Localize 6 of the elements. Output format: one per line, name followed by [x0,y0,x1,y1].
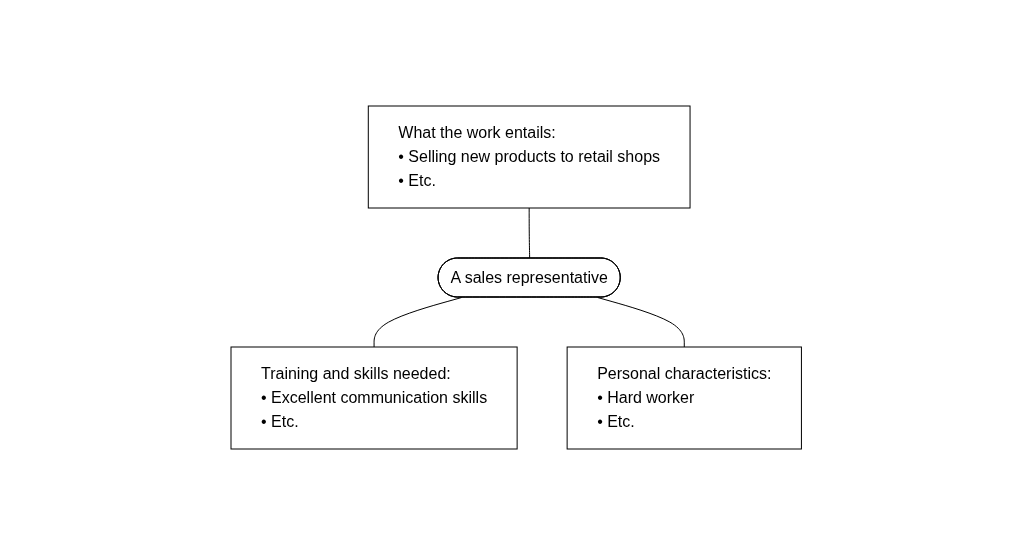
connector [373,296,462,347]
connector [528,207,530,259]
node-box: Training and skills needed: • Excellent communication skills • Etc. [230,346,518,449]
connector [596,296,685,347]
node-box: Personal characteristics: • Hard worker • Etc. [566,346,802,449]
node-box: What the work entails: • Selling new products to retail shops • Etc. [367,105,691,208]
